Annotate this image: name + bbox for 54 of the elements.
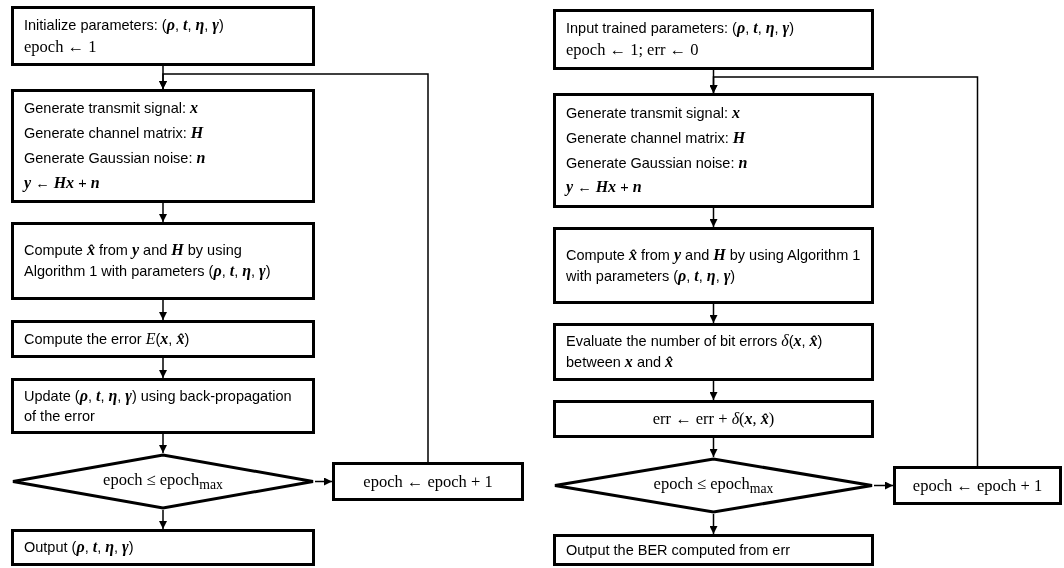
- arrow: [709, 207, 718, 228]
- step-text: err ← err + δ(x, x̂): [652, 408, 775, 430]
- step-text: y ← Hx + n: [566, 177, 643, 198]
- arrow: [159, 73, 429, 463]
- arrow: [159, 509, 167, 530]
- process-box: [11, 222, 315, 300]
- arrow: [709, 437, 718, 458]
- process-box: [11, 529, 315, 566]
- step-text: Compute the error E(x, x̂): [24, 328, 191, 349]
- step-text: Compute x̂ from y and H by using Algorithm 1 with parameters (ρ, t, η, γ): [24, 240, 272, 282]
- condition-text: epoch ≤ epoch$_{max}$: [653, 472, 774, 499]
- arrow: [314, 477, 333, 486]
- arrow: [159, 433, 167, 454]
- process-box: [332, 462, 524, 501]
- process-box: [553, 534, 874, 566]
- process-box: [553, 227, 874, 304]
- arrow: [709, 380, 718, 401]
- arrow: [873, 481, 894, 490]
- step-text: Output the BER computed from err: [566, 540, 792, 560]
- process-box: [11, 378, 315, 434]
- process-box: [553, 9, 874, 70]
- arrow: [159, 357, 167, 379]
- process-box: [553, 93, 874, 208]
- step-text: Generate channel matrix: H: [566, 127, 747, 148]
- step-text: epoch ← 1: [24, 35, 98, 58]
- condition-text: epoch ≤ epoch$_{max}$: [103, 468, 223, 495]
- step-text: epoch ← epoch + 1: [912, 474, 1043, 497]
- step-text: Input trained parameters: (ρ, t, η, γ): [566, 18, 796, 39]
- step-text: Initialize parameters: (ρ, t, η, γ): [24, 14, 225, 36]
- step-text: y ← Hx + n: [24, 172, 101, 194]
- decision-diamond: [553, 457, 874, 514]
- step-text: Compute x̂ from y and H by using Algorithm 1 with parameters (ρ, t, η, γ): [566, 244, 861, 287]
- arrow: [159, 202, 167, 223]
- process-box: [11, 6, 315, 66]
- process-box: [11, 89, 315, 203]
- arrow: [709, 76, 979, 467]
- step-text: Output (ρ, t, η, γ): [24, 537, 135, 558]
- process-box: [893, 466, 1062, 505]
- arrow: [709, 303, 718, 324]
- step-text: Update (ρ, t, η, γ) using back-propagation of the error: [24, 386, 293, 426]
- step-text: Generate Gaussian noise: n: [566, 152, 749, 173]
- step-text: Generate Gaussian noise: n: [24, 148, 207, 168]
- decision-diamond: [11, 453, 315, 510]
- process-box: [553, 323, 874, 381]
- arrow: [709, 513, 718, 535]
- process-box: [11, 320, 315, 358]
- step-text: Generate transmit signal: x: [24, 98, 200, 119]
- step-text: epoch ← 1; err ← 0: [566, 39, 700, 61]
- process-box: [553, 400, 874, 438]
- arrow: [159, 299, 167, 321]
- step-text: Evaluate the number of bit errors δ(x, x̂) between x and x̂: [566, 331, 824, 372]
- step-text: epoch ← epoch + 1: [363, 470, 493, 493]
- step-text: Generate transmit signal: x: [566, 102, 742, 123]
- step-text: Generate channel matrix: H: [24, 123, 205, 144]
